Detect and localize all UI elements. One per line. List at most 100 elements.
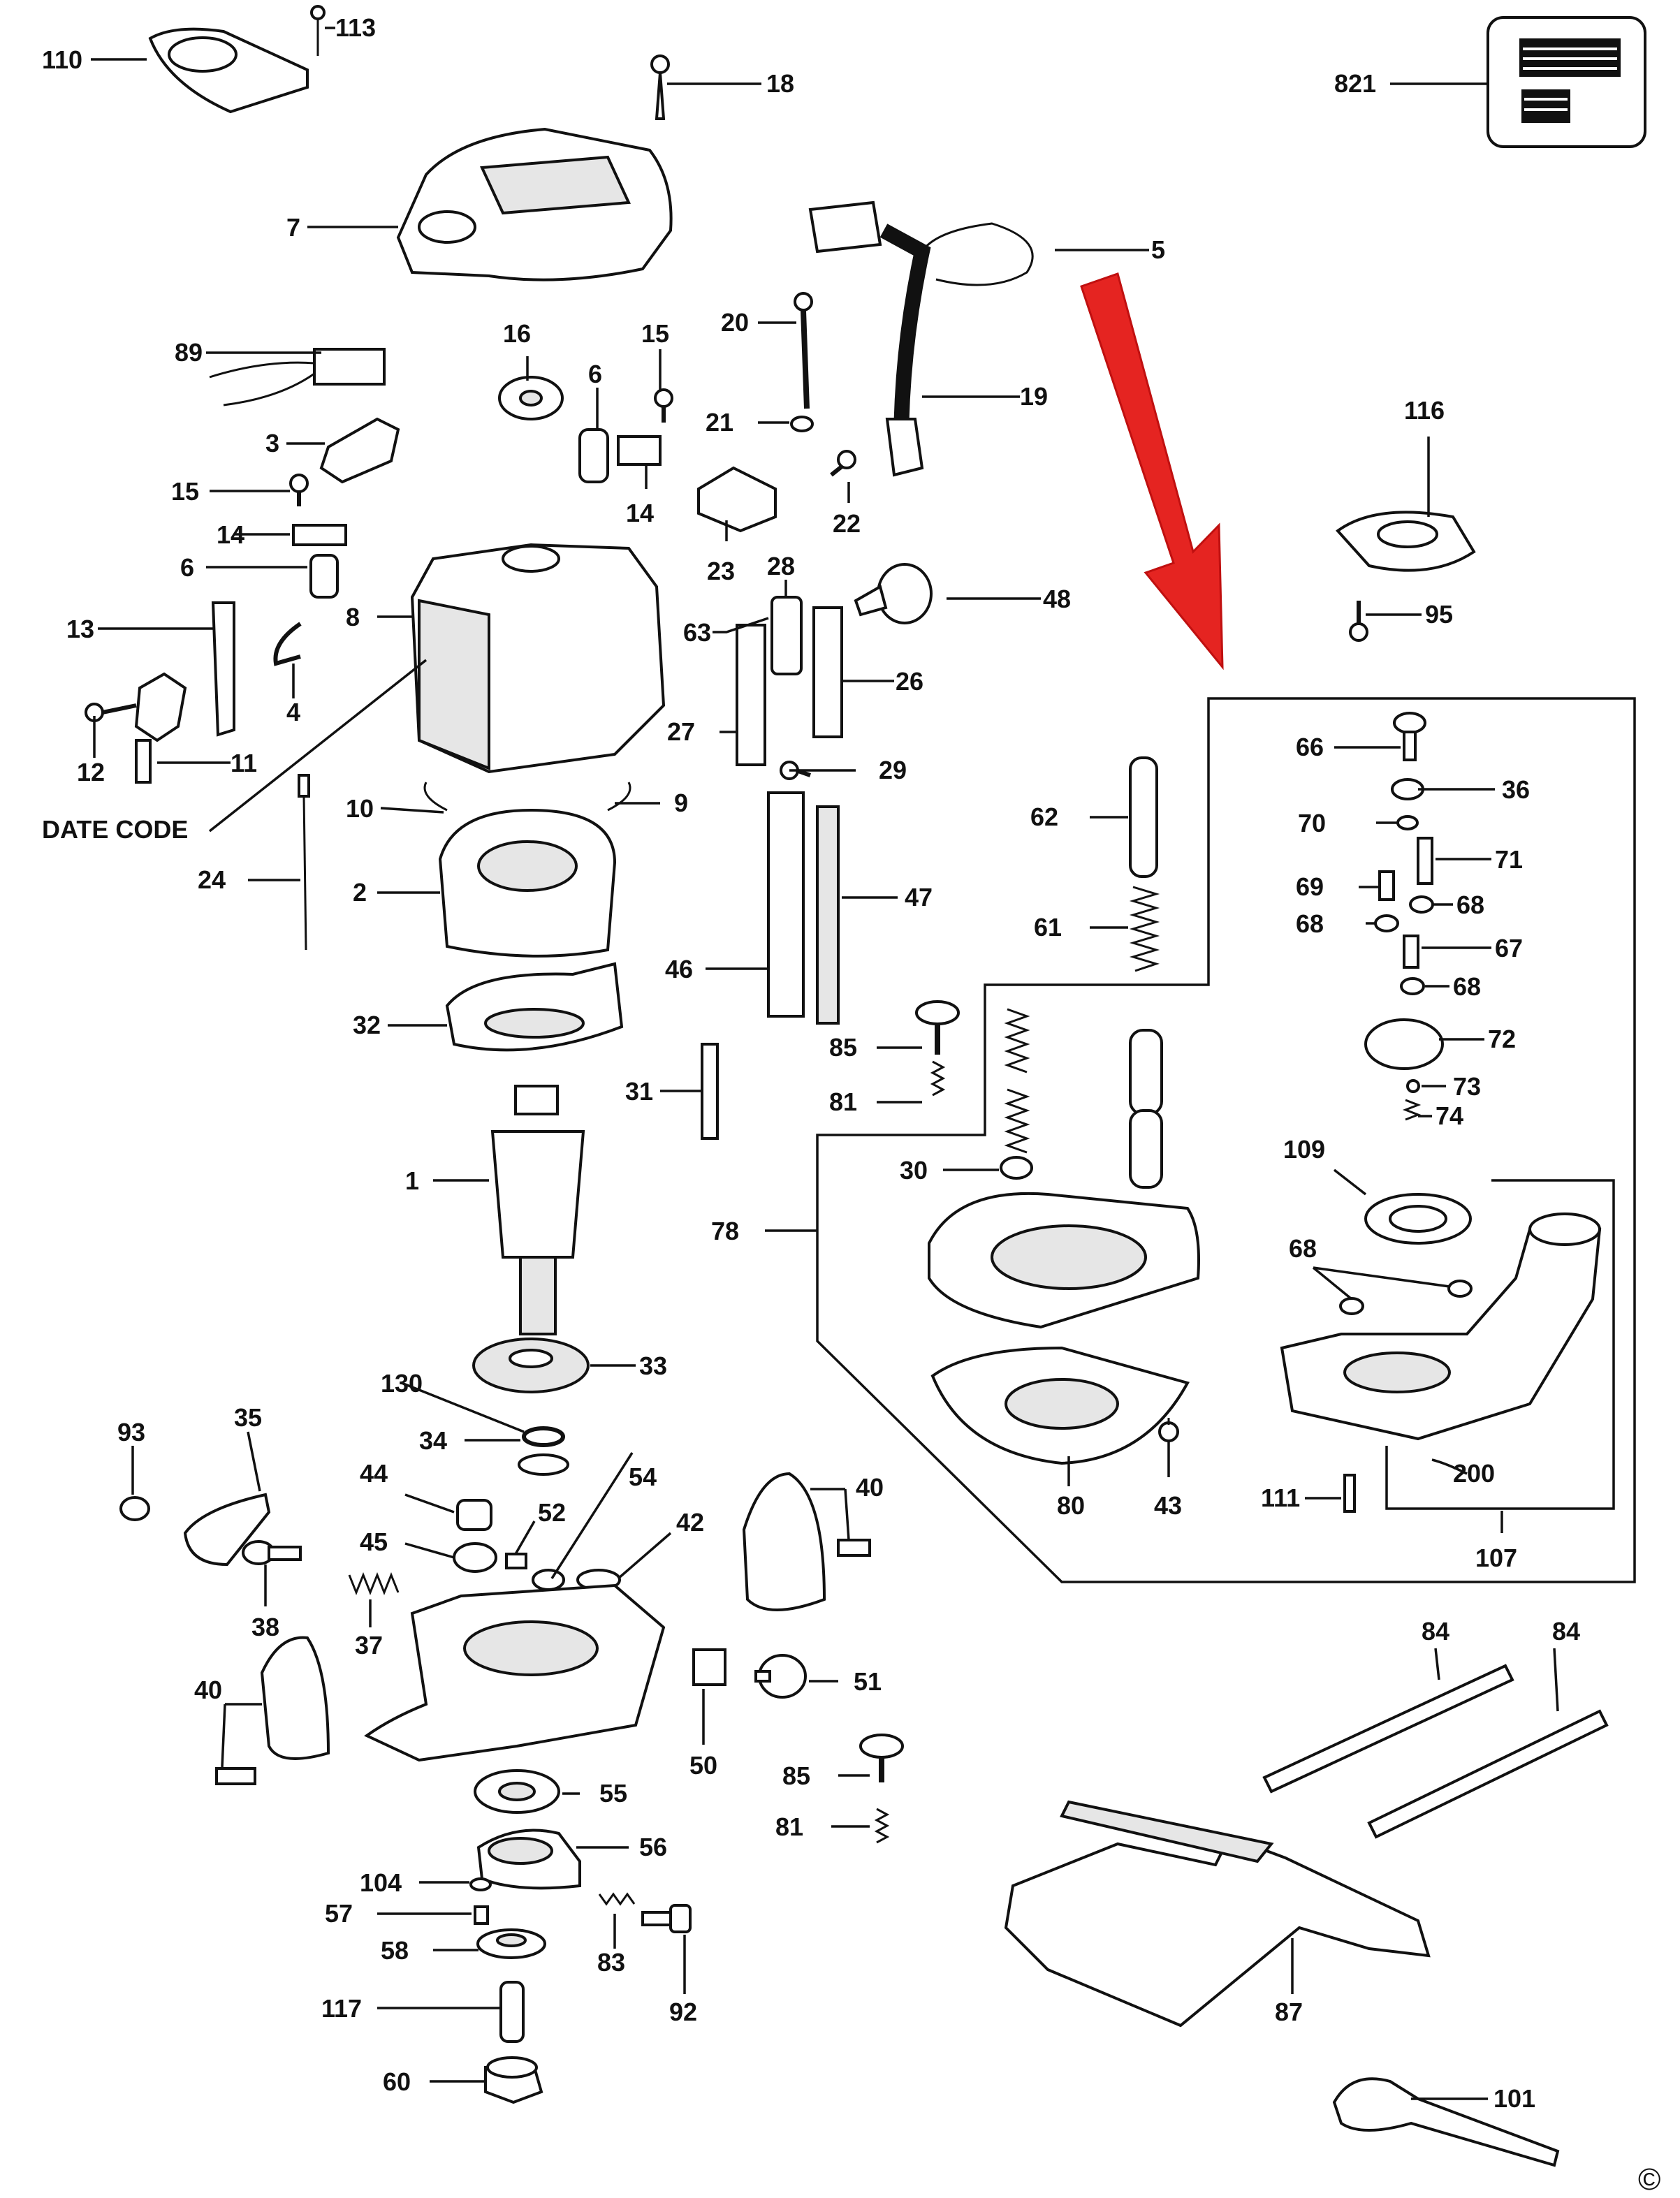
ring-109 xyxy=(1364,1193,1472,1245)
part-labels: 110 113 18 821 7 5 16 20 15 89 6 21 19 3… xyxy=(42,13,1660,2197)
label-117: 117 xyxy=(321,1994,362,2023)
knob-85b xyxy=(859,1734,904,1782)
label-84a: 84 xyxy=(1422,1617,1449,1646)
fan-33 xyxy=(472,1338,590,1393)
label-57: 57 xyxy=(325,1899,353,1928)
label-87: 87 xyxy=(1275,1998,1303,2026)
label-81a: 81 xyxy=(829,1087,857,1116)
label-3: 3 xyxy=(265,429,279,457)
part-28 xyxy=(770,596,803,675)
nut-30 xyxy=(1000,1156,1033,1180)
label-101: 101 xyxy=(1493,2084,1535,2113)
base-plate-78 xyxy=(928,1192,1200,1329)
wire-24 xyxy=(298,774,310,951)
subassembly-107-outline xyxy=(1385,1179,1615,1510)
label-70: 70 xyxy=(1298,809,1326,837)
dust-adapter-200 xyxy=(1280,1212,1602,1441)
screw-15a xyxy=(654,388,673,423)
screw-66 xyxy=(1393,712,1426,761)
armature-1 xyxy=(490,1085,585,1335)
label-66: 66 xyxy=(1296,733,1324,761)
label-48: 48 xyxy=(1043,585,1071,613)
label-68a: 68 xyxy=(1456,891,1484,919)
clip-14b xyxy=(292,524,347,546)
cap-44 xyxy=(456,1499,492,1531)
motor-cap-7 xyxy=(396,127,673,281)
rod-78d xyxy=(1129,1109,1163,1189)
label-27: 27 xyxy=(667,717,695,746)
washer-104 xyxy=(469,1877,492,1891)
label-15a: 15 xyxy=(641,319,669,348)
gasket-116 xyxy=(1336,511,1476,572)
label-2: 2 xyxy=(353,878,367,907)
label-92: 92 xyxy=(669,1998,697,2026)
label-55: 55 xyxy=(599,1779,627,1808)
nut-68d-a xyxy=(1339,1297,1364,1315)
label-67: 67 xyxy=(1495,934,1523,962)
knob-48 xyxy=(854,563,933,624)
fence-87 xyxy=(1004,1800,1431,2028)
label-42: 42 xyxy=(676,1508,704,1537)
motor-housing-8 xyxy=(410,543,666,774)
label-130: 130 xyxy=(381,1369,423,1398)
knob-51 xyxy=(754,1654,807,1699)
lever-11-shaft xyxy=(135,739,152,784)
screw-111 xyxy=(1343,1474,1356,1513)
label-18: 18 xyxy=(766,69,794,98)
nut-68a xyxy=(1409,895,1434,914)
label-6a: 6 xyxy=(588,360,602,388)
bearing-16 xyxy=(498,376,564,420)
label-63: 63 xyxy=(683,618,711,647)
label-13: 13 xyxy=(66,615,94,643)
label-61: 61 xyxy=(1034,913,1062,942)
rod-78c xyxy=(1129,1029,1163,1115)
spring-61 xyxy=(1129,886,1160,972)
label-821: 821 xyxy=(1334,69,1376,98)
label-68c: 68 xyxy=(1453,972,1481,1001)
label-69: 69 xyxy=(1296,872,1324,901)
label-83: 83 xyxy=(597,1948,625,1977)
handle-40a xyxy=(742,1472,871,1611)
label-14a: 14 xyxy=(626,499,654,527)
spring-74 xyxy=(1402,1099,1422,1121)
label-4: 4 xyxy=(286,698,300,726)
label-47: 47 xyxy=(905,883,933,911)
base-casting-42 xyxy=(364,1583,666,1762)
baffle-32 xyxy=(445,962,624,1052)
screw-95 xyxy=(1349,601,1368,642)
label-62: 62 xyxy=(1030,803,1058,831)
spring-81a xyxy=(930,1060,946,1097)
label-16: 16 xyxy=(503,319,531,348)
label-14b: 14 xyxy=(217,520,244,549)
nut-60 xyxy=(484,2056,543,2104)
label-1: 1 xyxy=(405,1166,419,1195)
spring-81b xyxy=(874,1808,890,1844)
label-22: 22 xyxy=(833,509,861,538)
label-6b: 6 xyxy=(180,553,194,582)
label-200: 200 xyxy=(1453,1459,1495,1488)
label-84b: 84 xyxy=(1552,1617,1580,1646)
power-cord-5-19 xyxy=(808,200,1034,477)
washer-34 xyxy=(518,1453,569,1476)
ball-73 xyxy=(1406,1079,1420,1093)
label-plate-821 xyxy=(1487,16,1646,148)
screw-22 xyxy=(830,450,856,477)
rod-84a xyxy=(1262,1664,1514,1794)
screw-67 xyxy=(1403,935,1419,969)
nut-45 xyxy=(453,1542,497,1573)
ring-130 xyxy=(522,1426,565,1447)
label-71: 71 xyxy=(1495,845,1523,874)
bracket-110 xyxy=(148,27,309,114)
screw-15b xyxy=(289,474,309,506)
plate-13 xyxy=(211,601,235,737)
washer-21 xyxy=(790,416,814,432)
label-44: 44 xyxy=(360,1459,388,1488)
label-33: 33 xyxy=(639,1351,667,1380)
label-29: 29 xyxy=(879,756,907,784)
label-12: 12 xyxy=(77,758,105,786)
part-26 xyxy=(812,606,843,738)
label-60: 60 xyxy=(383,2067,411,2096)
label-5: 5 xyxy=(1151,235,1165,264)
label-26: 26 xyxy=(896,667,923,696)
